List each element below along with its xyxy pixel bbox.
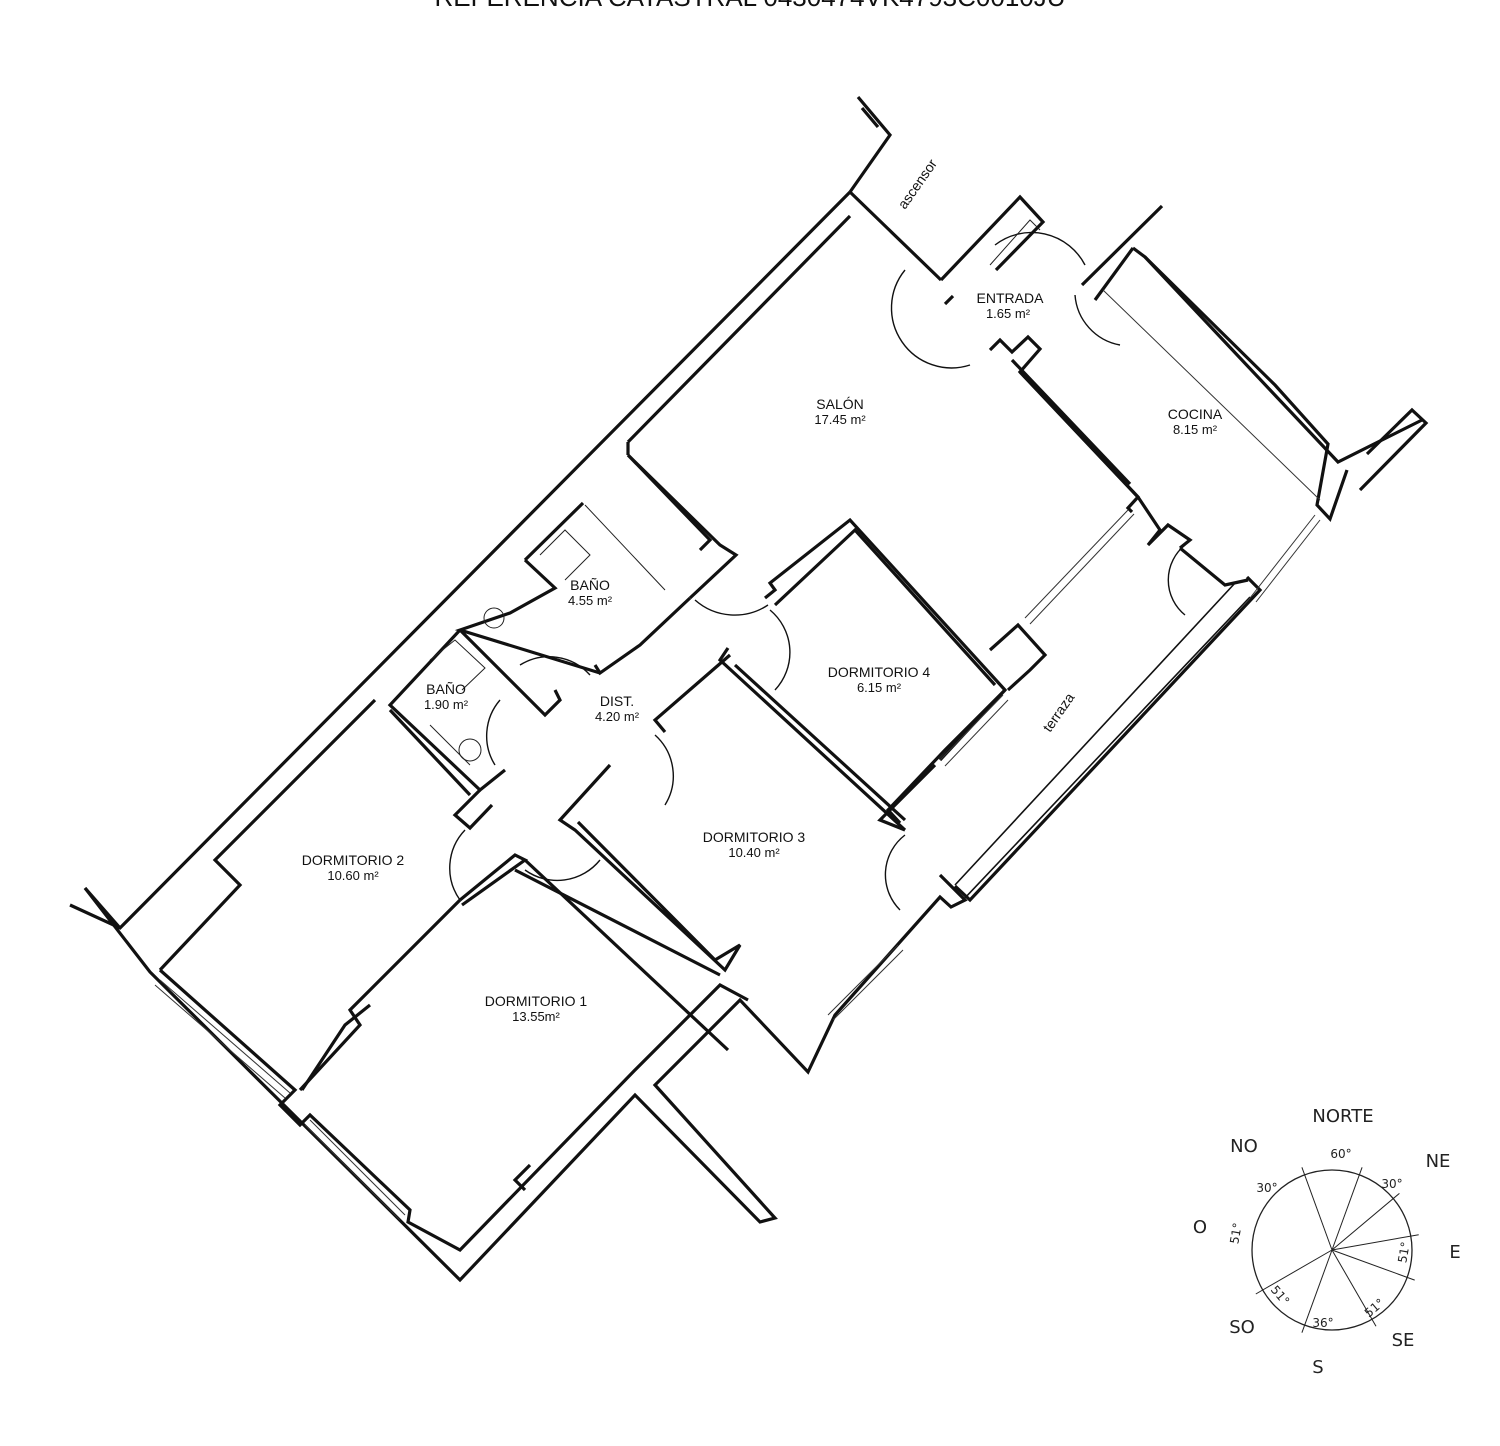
compass-deg-sw: 51° [1268, 1283, 1292, 1308]
compass-ray [1331, 1193, 1400, 1251]
room-name-cocina: COCINA [1168, 406, 1223, 422]
room-area-bano-2: 1.90 m² [424, 697, 469, 712]
compass-deg-e: 51° [1395, 1241, 1412, 1264]
compass-e: E [1449, 1242, 1460, 1263]
room-area-salon: 17.45 m² [814, 412, 866, 427]
room-area-dist: 4.20 m² [595, 709, 640, 724]
room-labels: ENTRADA 1.65 m² SALÓN 17.45 m² COCINA 8.… [302, 156, 1223, 1024]
compass-deg-nw: 30° [1256, 1181, 1277, 1195]
compass-circle [1251, 1169, 1413, 1331]
room-area-dormitorio-1: 13.55m² [512, 1009, 560, 1024]
compass-ray [1331, 1234, 1419, 1251]
header-text: REFERENCIA CATASTRAL 0430474VK4793C0010J… [434, 0, 1065, 12]
room-name-salon: SALÓN [816, 396, 863, 412]
compass-ray [1301, 1167, 1333, 1251]
room-name-dist: DIST. [600, 693, 634, 709]
compass-deg-se: 51° [1362, 1296, 1387, 1320]
windows [154, 289, 1321, 1221]
room-name-dormitorio-4: DORMITORIO 4 [828, 664, 931, 680]
compass-deg-w: 51° [1227, 1222, 1244, 1245]
compass-no: NO [1230, 1136, 1258, 1157]
compass-o: O [1193, 1217, 1207, 1238]
fixtures [429, 219, 1041, 766]
compass-ne: NE [1426, 1151, 1451, 1172]
compass-norte: NORTE [1312, 1106, 1373, 1127]
compass-lines [1255, 1167, 1419, 1333]
room-name-entrada: ENTRADA [977, 290, 1045, 306]
room-area-bano-1: 4.55 m² [568, 593, 613, 608]
room-name-dormitorio-1: DORMITORIO 1 [485, 993, 588, 1009]
room-area-cocina: 8.15 m² [1173, 422, 1218, 437]
room-area-dormitorio-4: 6.15 m² [857, 680, 902, 695]
compass-ray [1301, 1249, 1333, 1333]
compass-ray [1331, 1167, 1363, 1251]
outer-walls [69, 95, 1429, 1283]
interior-walls [158, 334, 1249, 1192]
room-area-entrada: 1.65 m² [986, 306, 1031, 321]
label-terraza: terraza [1039, 690, 1077, 735]
room-name-bano-2: BAÑO [426, 681, 466, 697]
room-area-dormitorio-3: 10.40 m² [728, 845, 780, 860]
compass-so: SO [1229, 1317, 1255, 1338]
compass-ray [1331, 1249, 1377, 1327]
compass-se: SE [1392, 1330, 1415, 1351]
compass-rose: NORTE NE E SE S SO O NO 60° 30° 30° 51° … [1193, 1106, 1461, 1378]
label-ascensor: ascensor [894, 156, 940, 212]
doors [449, 231, 1186, 911]
compass-s: S [1312, 1357, 1323, 1378]
room-name-bano-1: BAÑO [570, 577, 610, 593]
compass-deg-top: 60° [1330, 1147, 1351, 1161]
room-name-dormitorio-2: DORMITORIO 2 [302, 852, 405, 868]
compass-deg-ne: 30° [1381, 1177, 1402, 1191]
compass-ray [1331, 1249, 1415, 1281]
room-area-dormitorio-2: 10.60 m² [327, 868, 379, 883]
compass-ray [1255, 1249, 1333, 1295]
room-name-dormitorio-3: DORMITORIO 3 [703, 829, 806, 845]
compass-deg-bottom: 36° [1312, 1316, 1333, 1330]
